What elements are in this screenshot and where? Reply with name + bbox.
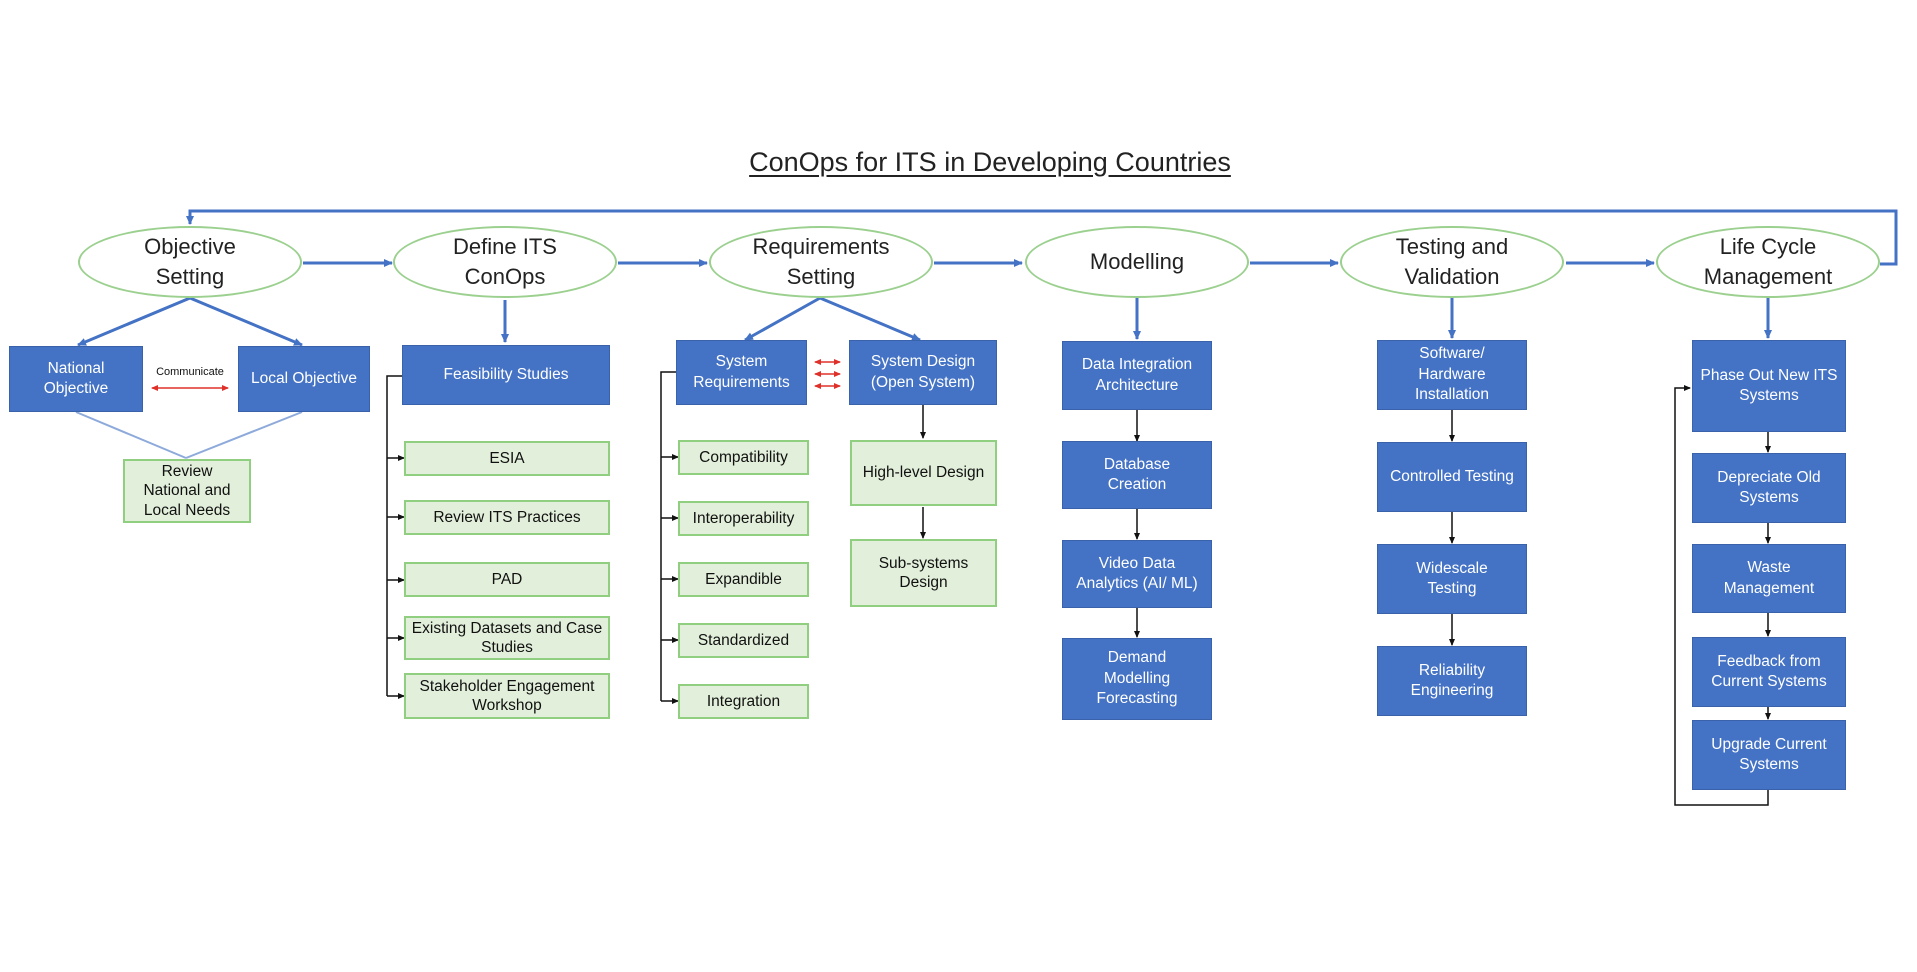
conops-item-esia: ESIA [404,441,610,476]
conops-connectors [386,300,509,699]
phase-define-its-conops: Define ITS ConOps [393,226,617,298]
lifecycle-connectors [1674,298,1772,806]
phase-life-cycle-management: Life Cycle Management [1656,226,1880,298]
requirement-item-interoperability: Interoperability [678,501,809,536]
review-needs-box: Review National and Local Needs [123,459,251,523]
high-level-design-box: High-level Design [850,440,997,506]
national-objective-box: National Objective [9,346,143,412]
phase-objective-setting: Objective Setting [78,226,302,298]
testing-item-controlled-testing: Controlled Testing [1377,442,1527,512]
lifecycle-item-phase-out: Phase Out New ITS Systems [1692,340,1846,432]
requirement-item-standardized: Standardized [678,623,809,658]
conops-item-pad: PAD [404,562,610,597]
testing-item-reliability-engineering: Reliability Engineering [1377,646,1527,716]
lifecycle-item-waste-management: Waste Management [1692,544,1846,613]
requirement-item-expandible: Expandible [678,562,809,597]
feasibility-studies-box: Feasibility Studies [402,345,610,405]
modelling-item-data-integration: Data Integration Architecture [1062,341,1212,410]
lifecycle-item-depreciate: Depreciate Old Systems [1692,453,1846,523]
conops-item-stakeholder-workshop: Stakeholder Engagement Workshop [404,673,610,719]
conops-item-review-its-practices: Review ITS Practices [404,500,610,535]
conops-item-existing-datasets: Existing Datasets and Case Studies [404,616,610,660]
diagram-title: ConOps for ITS in Developing Countries [749,146,1231,177]
sub-systems-design-box: Sub-systems Design [850,539,997,607]
lifecycle-item-upgrade: Upgrade Current Systems [1692,720,1846,790]
phase-requirements-setting: Requirements Setting [709,226,933,298]
system-requirements-box: System Requirements [676,340,807,405]
system-design-box: System Design (Open System) [849,340,997,405]
modelling-item-demand-forecasting: Demand Modelling Forecasting [1062,638,1212,720]
communicate-label: Communicate [156,366,224,378]
modelling-item-database-creation: Database Creation [1062,441,1212,509]
testing-item-widescale-testing: Widescale Testing [1377,544,1527,614]
requirement-item-integration: Integration [678,684,809,719]
phase-testing-and-validation: Testing and Validation [1340,226,1564,298]
phase-modelling: Modelling [1025,226,1249,298]
lifecycle-item-feedback: Feedback from Current Systems [1692,637,1846,707]
modelling-item-video-analytics: Video Data Analytics (AI/ ML) [1062,540,1212,608]
requirement-item-compatibility: Compatibility [678,440,809,475]
objective-connectors [75,296,303,459]
local-objective-box: Local Objective [238,346,370,412]
testing-item-installation: Software/ Hardware Installation [1377,340,1527,410]
feedback-loop-arrow [186,209,1898,266]
requirements-connectors [660,296,926,704]
